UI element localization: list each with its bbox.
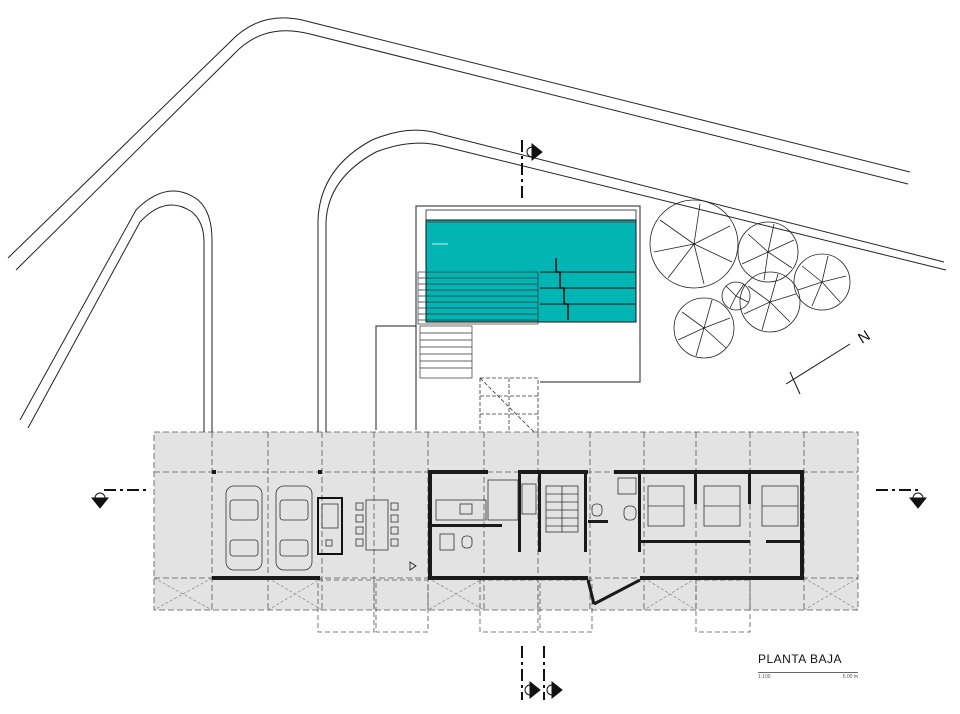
entrance-arrow-icon [409,561,417,571]
section-marker-icon [908,492,928,509]
dining-table [355,499,399,551]
north-label: N [855,327,873,347]
car-icon [275,485,313,571]
tree-icon [649,199,739,289]
pool-deck [417,271,539,325]
staircase [545,485,579,533]
section-lines [104,140,918,700]
title-block: PLANTA BAJA 1:100 5.00 m [758,652,858,680]
car-icon [225,485,263,571]
closet [521,483,537,515]
section-marker-icon [526,142,543,162]
section-marker-icon [90,492,110,509]
tree-icon [739,271,801,333]
covered-walkway [479,377,539,437]
exterior-walls [212,470,804,580]
house-slab [153,431,859,611]
swimming-pool [425,209,637,323]
tree-icon [673,297,735,359]
terrace-stairs [419,325,473,379]
kitchen-counter [435,479,519,521]
furniture [225,477,799,571]
tree-icon [793,253,851,311]
terrace-outline [375,205,641,430]
barbecue [317,497,343,555]
access-road [7,17,947,478]
section-marker-icon [524,680,541,700]
beds [647,485,799,527]
tree-icon [737,221,799,283]
entry-wall [586,578,641,606]
trees [649,199,851,359]
scale-right-label: 5.00 m [842,674,858,680]
tree-icon [721,281,751,311]
north-arrow-icon: N [785,327,873,395]
interior-walls [432,470,802,552]
section-markers [90,142,928,700]
scale-bar: 1:100 5.00 m [758,672,858,680]
drawing-title: PLANTA BAJA [758,652,842,666]
section-marker-icon [546,680,563,700]
bathroom-fixtures [439,477,637,551]
scale-left-label: 1:100 [758,674,771,680]
